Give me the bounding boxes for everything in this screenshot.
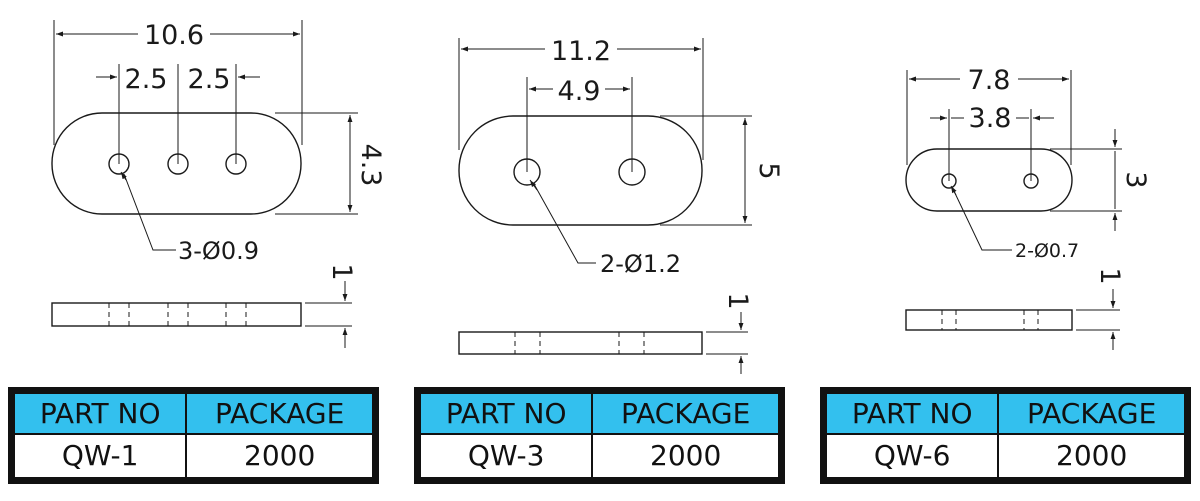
header-package: PACKAGE [591,392,780,435]
part-qw6-body [905,148,1073,212]
part-qw3-hole-callout: 2-Ø1.2 [600,250,681,278]
part-qw1-hole-callout: 3-Ø0.9 [178,237,259,265]
package-value: 2000 [591,432,780,480]
part-qw1-body [51,112,302,215]
header-package: PACKAGE [185,392,374,435]
part-qw1-width-dim: 10.6 [144,20,204,51]
part-qw6-drawing: 7.8 3.8 3 2-Ø0.7 1 [905,60,1151,350]
part-qw6-side-view [905,309,1073,331]
part-qw6-pitch-dim: 3.8 [969,103,1012,134]
part-qw6-hole-callout: 2-Ø0.7 [1015,240,1079,262]
package-table-qw1: PART NO PACKAGE QW-1 2000 [8,387,379,484]
part-qw3-side-view [458,331,703,355]
part-qw3-thickness-dim: 1 [722,292,753,309]
part-qw6-width-dim: 7.8 [968,65,1011,96]
part-qw3-pitch-dim: 4.9 [558,76,601,107]
part-qw3-drawing: 11.2 4.9 5 2-Ø1.2 1 [458,30,784,374]
part-qw3-width-dim: 11.2 [551,36,611,67]
package-table-qw6: PART NO PACKAGE QW-6 2000 [820,387,1191,484]
part-qw1-height-dim: 4.3 [355,144,386,187]
part-qw3-height-dim: 5 [753,162,784,179]
header-package: PACKAGE [997,392,1186,435]
header-part-no: PART NO [418,392,594,435]
part-no-value: QW-3 [418,432,594,480]
part-no-value: QW-6 [824,432,1000,480]
part-qw6-thickness-dim: 1 [1094,267,1125,284]
part-qw1-pitch-dim: 2.5 [125,64,168,95]
part-no-value: QW-1 [12,432,188,480]
package-value: 2000 [185,432,374,480]
part-qw1-drawing: 10.6 2.5 2.5 4.3 3-Ø0.9 1 [51,14,386,348]
part-qw1-thickness-dim: 1 [326,263,357,280]
part-qw6-height-dim: 3 [1120,171,1151,188]
package-value: 2000 [997,432,1186,480]
package-table-qw3: PART NO PACKAGE QW-3 2000 [414,387,785,484]
part-qw1-side-view [51,302,302,327]
header-part-no: PART NO [824,392,1000,435]
part-qw3-body [458,115,703,226]
part-qw1-pitch-dim: 2.5 [188,64,231,95]
header-part-no: PART NO [12,392,188,435]
